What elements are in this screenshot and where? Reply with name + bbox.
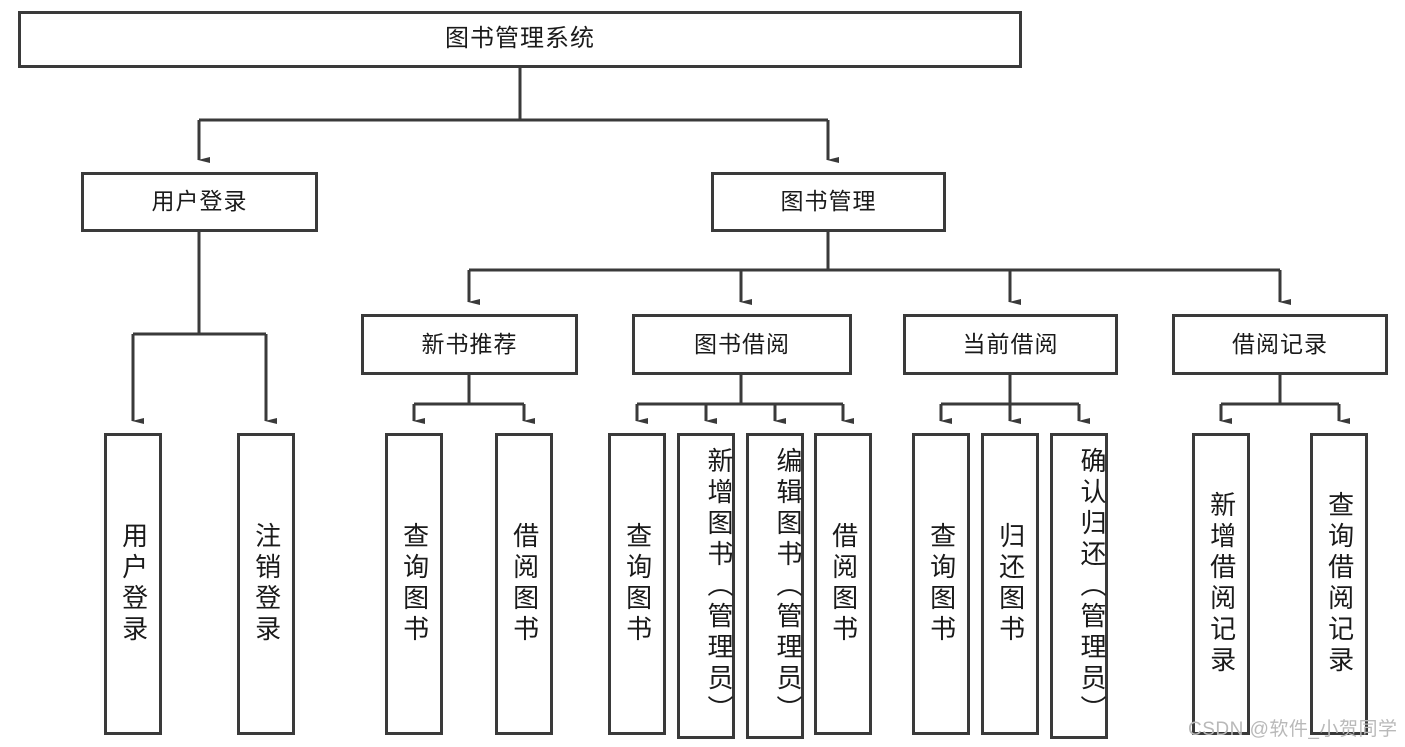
- leaf-book-borrow-borrow[interactable]: 借阅图书: [814, 433, 872, 735]
- leaf-book-borrow-query[interactable]: 查询图书: [608, 433, 666, 735]
- node-book-management[interactable]: 图书管理: [711, 172, 946, 232]
- node-new-book-recommend[interactable]: 新书推荐: [361, 314, 578, 375]
- node-borrow-record[interactable]: 借阅记录: [1172, 314, 1388, 375]
- leaf-current-borrow-query[interactable]: 查询图书: [912, 433, 970, 735]
- node-user-login[interactable]: 用户登录: [81, 172, 318, 232]
- leaf-user-login-login[interactable]: 用户登录: [104, 433, 162, 735]
- node-current-borrow[interactable]: 当前借阅: [903, 314, 1118, 375]
- leaf-new-book-borrow[interactable]: 借阅图书: [495, 433, 553, 735]
- leaf-book-borrow-add-admin[interactable]: 新增图书（管理员）: [677, 433, 735, 739]
- node-root-system[interactable]: 图书管理系统: [18, 11, 1022, 68]
- leaf-current-borrow-confirm-admin[interactable]: 确认归还（管理员）: [1050, 433, 1108, 739]
- leaf-new-book-query[interactable]: 查询图书: [385, 433, 443, 735]
- leaf-borrow-record-add[interactable]: 新增借阅记录: [1192, 433, 1250, 735]
- watermark-csdn: CSDN @软件_小贺同学: [1188, 719, 1398, 740]
- leaf-book-borrow-edit-admin[interactable]: 编辑图书（管理员）: [746, 433, 804, 739]
- leaf-current-borrow-return[interactable]: 归还图书: [981, 433, 1039, 735]
- leaf-user-login-logout[interactable]: 注销登录: [237, 433, 295, 735]
- leaf-borrow-record-query[interactable]: 查询借阅记录: [1310, 433, 1368, 735]
- node-book-borrow[interactable]: 图书借阅: [632, 314, 852, 375]
